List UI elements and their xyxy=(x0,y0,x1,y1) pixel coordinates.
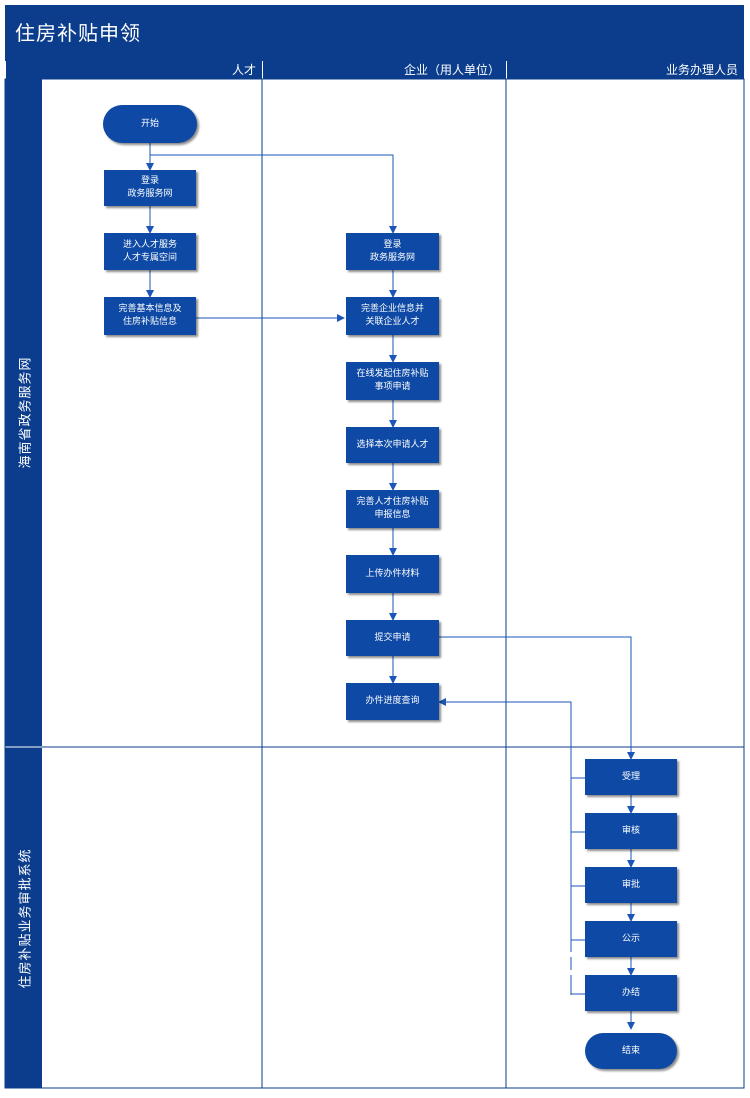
operator-complete-step: 办结 xyxy=(585,975,677,1011)
enterprise-initiate-step: 在线发起住房补贴 事项申请 xyxy=(346,362,439,400)
column-header-enterprise: 企业（用人单位） xyxy=(262,61,506,79)
operator-review-step: 审核 xyxy=(585,813,677,849)
column-header-talent: 人才 xyxy=(5,61,262,79)
enterprise-upload-step: 上传办件材料 xyxy=(346,555,439,593)
enterprise-query-step: 办件进度查询 xyxy=(346,683,439,720)
talent-info-step: 完善基本信息及 住房补贴信息 xyxy=(104,297,196,335)
page-title: 住房补贴申领 xyxy=(5,5,744,61)
flow-arrows xyxy=(146,143,635,1030)
operator-accept-step: 受理 xyxy=(585,759,677,795)
enterprise-login-step: 登录 政务服务网 xyxy=(346,233,439,270)
start-node: 开始 xyxy=(103,105,197,143)
enterprise-declare-step: 完善人才住房补贴 申报信息 xyxy=(346,490,439,528)
operator-publicize-step: 公示 xyxy=(585,921,677,957)
talent-login-step: 登录 政务服务网 xyxy=(104,170,196,206)
swimlane-grid xyxy=(4,78,745,1089)
talent-space-step: 进入人才服务 人才专属空间 xyxy=(104,233,196,270)
column-header-operator: 业务办理人员 xyxy=(506,61,744,79)
enterprise-submit-step: 提交申请 xyxy=(346,620,439,656)
operator-approve-step: 审批 xyxy=(585,867,677,903)
enterprise-info-step: 完善企业信息并 关联企业人才 xyxy=(346,297,439,335)
enterprise-select-step: 选择本次申请人才 xyxy=(346,427,439,463)
lane-label-bg-approval xyxy=(5,748,42,1088)
end-node: 结束 xyxy=(585,1033,677,1069)
lane-label-bg-portal xyxy=(5,79,42,746)
